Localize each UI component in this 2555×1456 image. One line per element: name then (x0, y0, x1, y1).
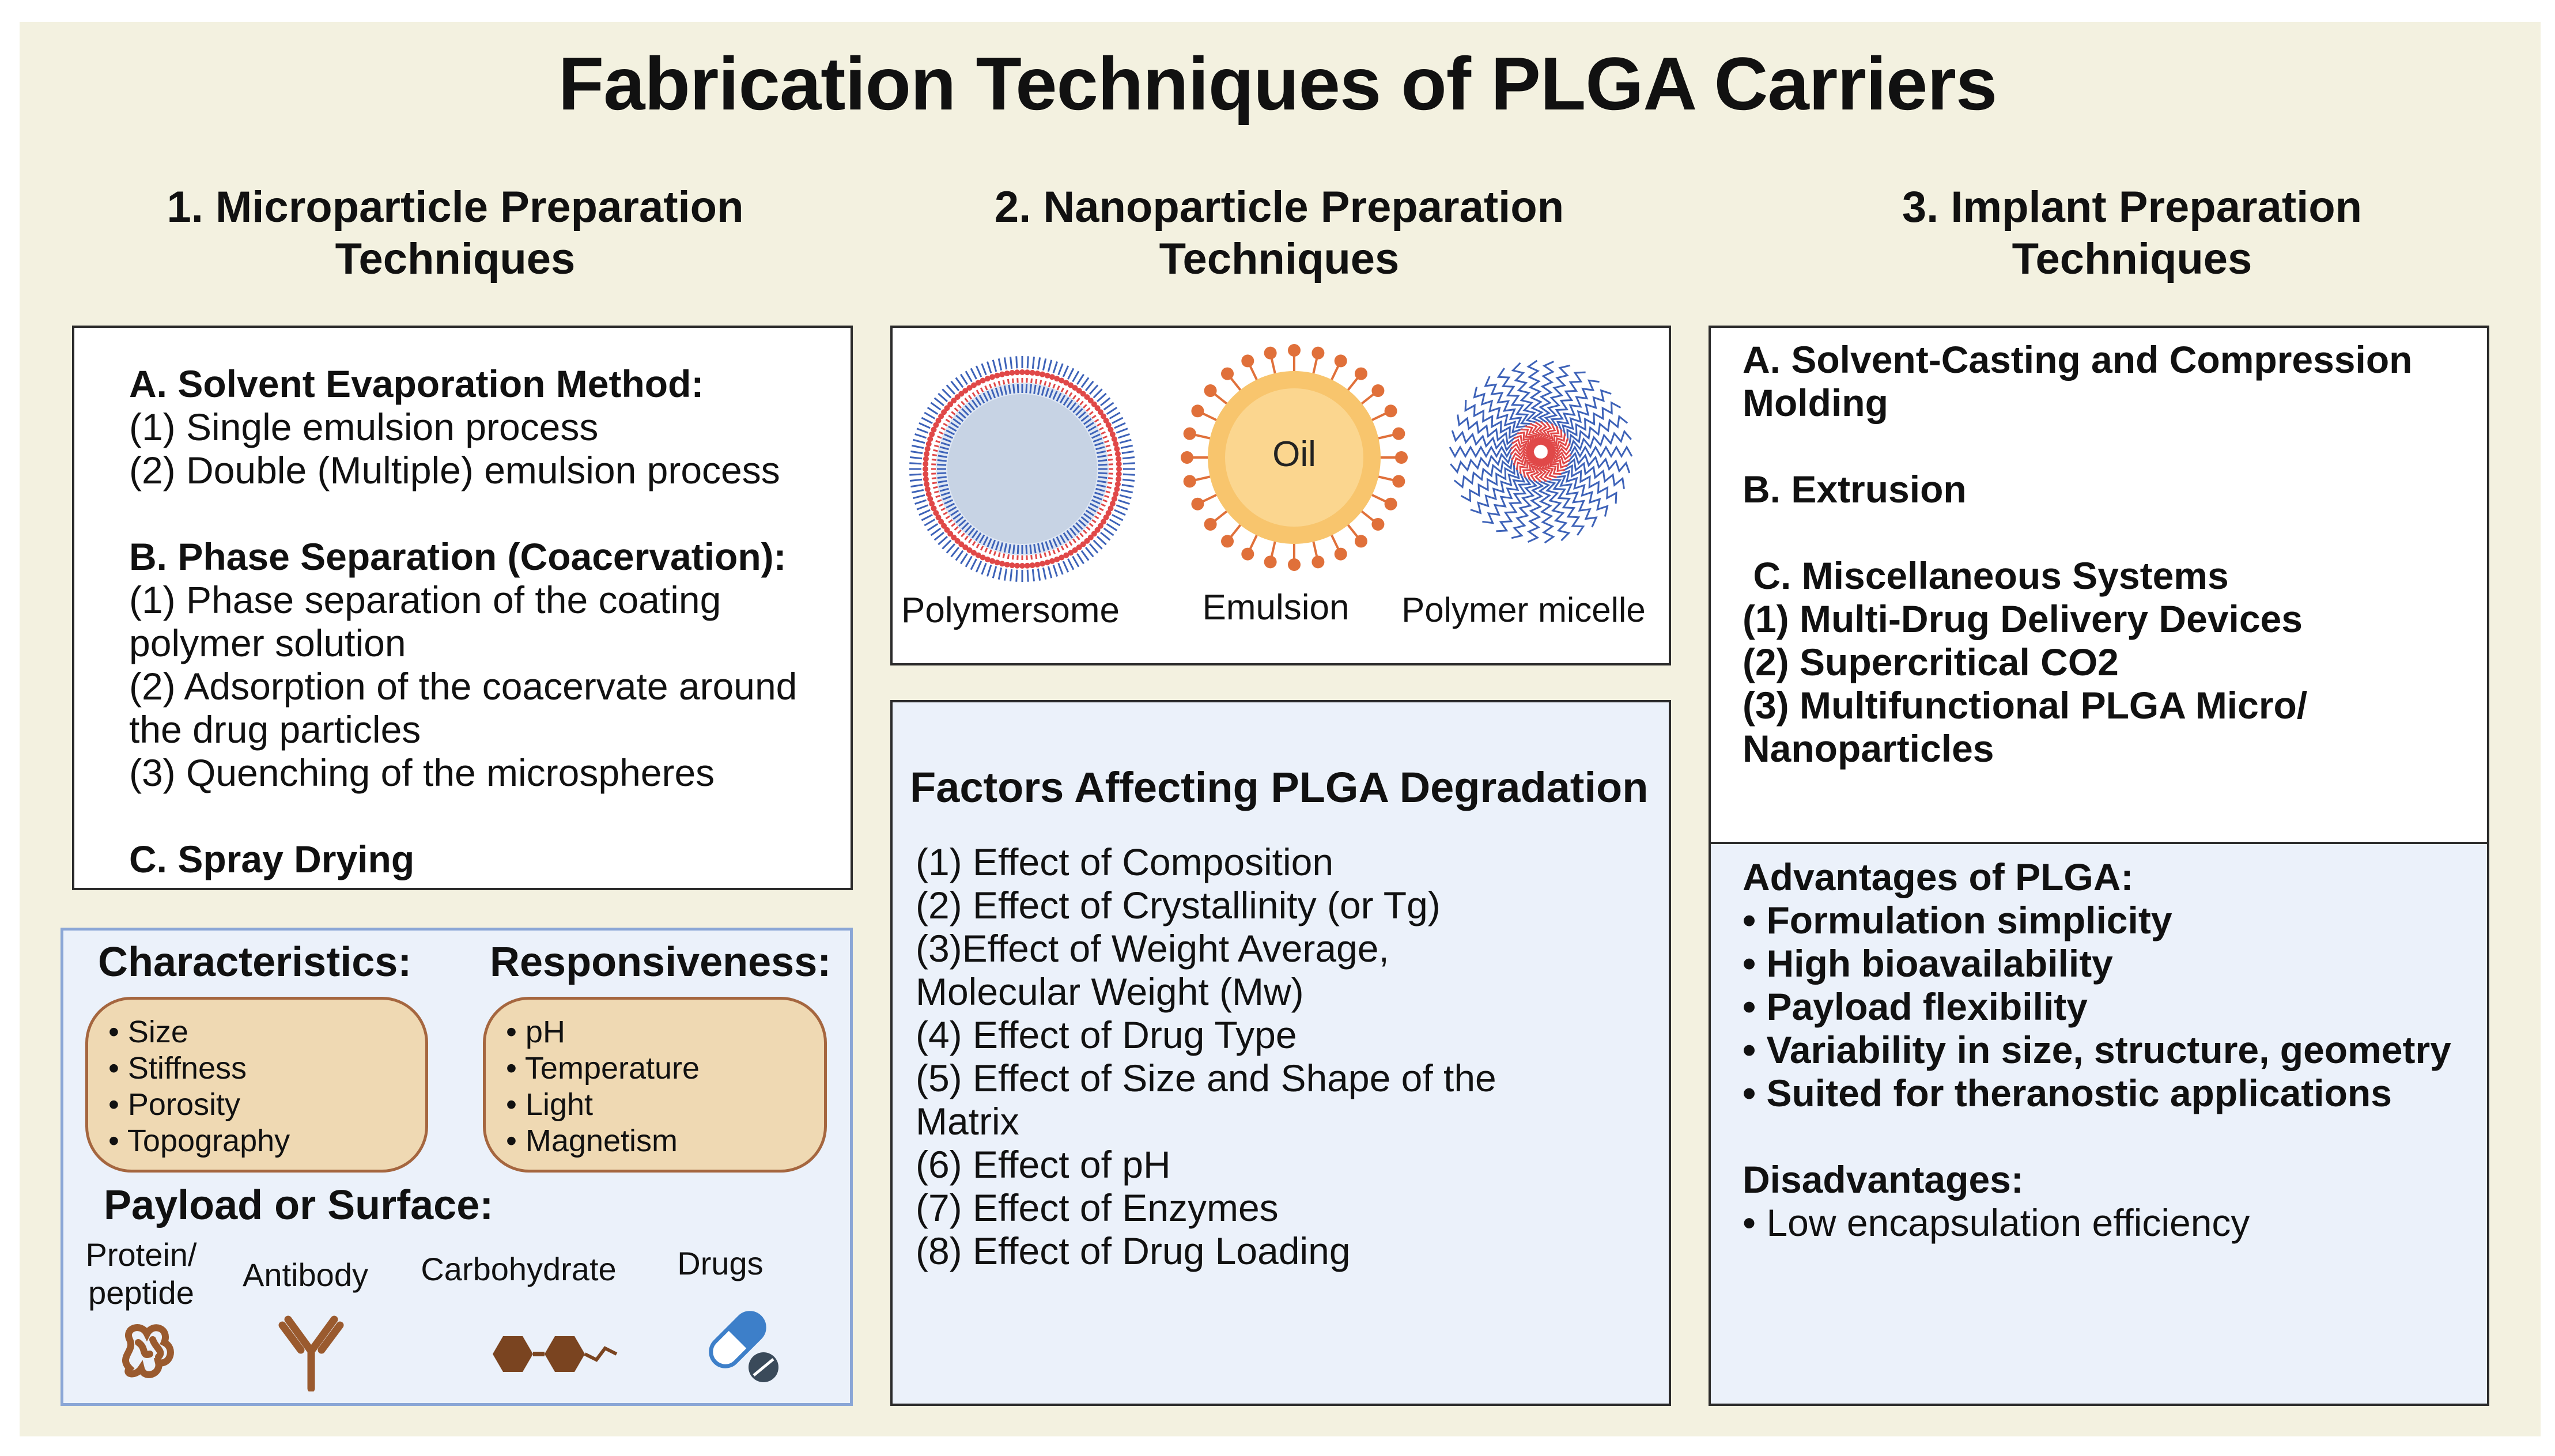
list-item: (1) Effect of Composition (916, 841, 1334, 883)
nanoparticle-illustrations: Oil (909, 344, 1633, 582)
oil-label: Oil (1272, 434, 1316, 474)
nano-heading: 2. Nanoparticle Preparation Techniques (899, 181, 1660, 285)
list-item: (7) Effect of Enzymes (916, 1186, 1279, 1229)
payload-drugs-label: Drugs (677, 1245, 764, 1281)
disadvantages-title: Disadvantages: (1743, 1158, 2024, 1201)
advantages-title: Advantages of PLGA: (1743, 856, 2134, 898)
list-item: (1) Single emulsion process (129, 406, 599, 448)
list-item: • Low encapsulation efficiency (1743, 1201, 2250, 1244)
payload-label-line: peptide (88, 1275, 194, 1311)
responsiveness-panel: • pH • Temperature • Light • Magnetism (483, 997, 827, 1173)
responsiveness-title: Responsiveness: (490, 939, 831, 985)
list-item: • Suited for theranostic applications (1743, 1072, 2392, 1114)
list-item: • Porosity (108, 1087, 240, 1122)
factors-title: Factors Affecting PLGA Degradation (910, 763, 1649, 811)
list-item: polymer solution (129, 622, 406, 664)
list-item: (3) Quenching of the microspheres (129, 751, 715, 794)
implant-line: B. Extrusion (1743, 468, 1967, 510)
micro-heading-line2: Techniques (335, 235, 576, 283)
protein-icon (122, 1324, 174, 1378)
list-item: (3)Effect of Weight Average, (916, 927, 1389, 970)
capsule-icon (709, 1311, 778, 1382)
payload-protein-label: Protein/ peptide (78, 1236, 205, 1312)
nano-heading-line1: 2. Nanoparticle Preparation (994, 183, 1564, 232)
implant-heading-line1: 3. Implant Preparation (1902, 183, 2363, 232)
list-item: • Magnetism (506, 1124, 678, 1158)
implant-line: Nanoparticles (1743, 727, 1994, 770)
characteristics-title: Characteristics: (98, 939, 412, 985)
implant-heading-line2: Techniques (2012, 235, 2252, 283)
micro-heading-line1: 1. Microparticle Preparation (167, 183, 744, 232)
list-item: (4) Effect of Drug Type (916, 1013, 1297, 1056)
spray-drying-title: C. Spray Drying (129, 838, 415, 880)
list-item: the drug particles (129, 708, 421, 751)
list-item: • Stiffness (108, 1051, 247, 1086)
implant-line: (2) Supercritical CO2 (1743, 641, 2119, 683)
page-title: Fabrication Techniques of PLGA Carriers (558, 41, 1998, 126)
antibody-icon (278, 1315, 344, 1391)
list-item: (2) Effect of Crystallinity (or Tg) (916, 884, 1441, 926)
characteristics-panel: • Size • Stiffness • Porosity • Topograp… (85, 997, 428, 1173)
nanoparticle-box: Oil Polymersome Emulsion Polymer micelle (890, 326, 1671, 665)
list-item: • Size (108, 1015, 188, 1049)
micro-heading: 1. Microparticle Preparation Techniques (75, 181, 836, 285)
list-item: (2) Double (Multiple) emulsion process (129, 449, 780, 491)
list-item: • pH (506, 1015, 565, 1049)
list-item: (2) Adsorption of the coacervate around (129, 665, 798, 708)
implant-line: C. Miscellaneous Systems (1743, 554, 2229, 597)
implant-line: (3) Multifunctional PLGA Micro/ (1743, 684, 2308, 727)
payload-carbohydrate-label: Carbohydrate (421, 1251, 617, 1287)
carbohydrate-icon (493, 1336, 618, 1372)
payload-antibody-label: Antibody (243, 1257, 368, 1293)
list-item: (6) Effect of pH (916, 1143, 1171, 1186)
polymersome-icon (909, 356, 1135, 582)
emulsion-droplet-icon (1181, 344, 1408, 571)
list-item: (8) Effect of Drug Loading (916, 1230, 1351, 1272)
implant-line: A. Solvent-Casting and Compression (1743, 338, 2413, 381)
properties-box: Characteristics: Responsiveness: • Size … (61, 928, 853, 1406)
nano-heading-line2: Techniques (1159, 235, 1400, 283)
advantages-box: Advantages of PLGA: • Formulation simpli… (1709, 842, 2489, 1406)
implant-box: A. Solvent-Casting and Compression Moldi… (1709, 326, 2489, 844)
polymersome-label: Polymersome (901, 591, 1120, 630)
list-item: • Topography (108, 1124, 290, 1158)
solvent-evaporation-title: A. Solvent Evaporation Method: (129, 362, 704, 405)
factors-box: Factors Affecting PLGA Degradation (1) E… (890, 700, 1671, 1406)
list-item: • Light (506, 1087, 594, 1122)
list-item: • Payload flexibility (1743, 985, 2088, 1028)
list-item: • Formulation simplicity (1743, 899, 2172, 941)
list-item: • Temperature (506, 1051, 700, 1086)
payload-label-line: Protein/ (85, 1236, 197, 1273)
list-item: Molecular Weight (Mw) (916, 970, 1304, 1013)
list-item: • High bioavailability (1743, 942, 2113, 985)
list-item: Matrix (916, 1100, 1019, 1143)
polymer-micelle-icon (1449, 360, 1633, 544)
implant-line: Molding (1743, 381, 1888, 424)
emulsion-label: Emulsion (1202, 588, 1350, 627)
phase-separation-title: B. Phase Separation (Coacervation): (129, 535, 787, 578)
list-item: • Variability in size, structure, geomet… (1743, 1028, 2451, 1071)
implant-heading: 3. Implant Preparation Techniques (1752, 181, 2512, 285)
list-item: (5) Effect of Size and Shape of the (916, 1057, 1496, 1099)
microparticle-box: A. Solvent Evaporation Method: (1) Singl… (72, 326, 853, 890)
payload-title: Payload or Surface: (104, 1182, 494, 1228)
list-item: (1) Phase separation of the coating (129, 578, 721, 621)
polymer-micelle-label: Polymer micelle (1401, 591, 1646, 629)
implant-line: (1) Multi-Drug Delivery Devices (1743, 597, 2303, 640)
